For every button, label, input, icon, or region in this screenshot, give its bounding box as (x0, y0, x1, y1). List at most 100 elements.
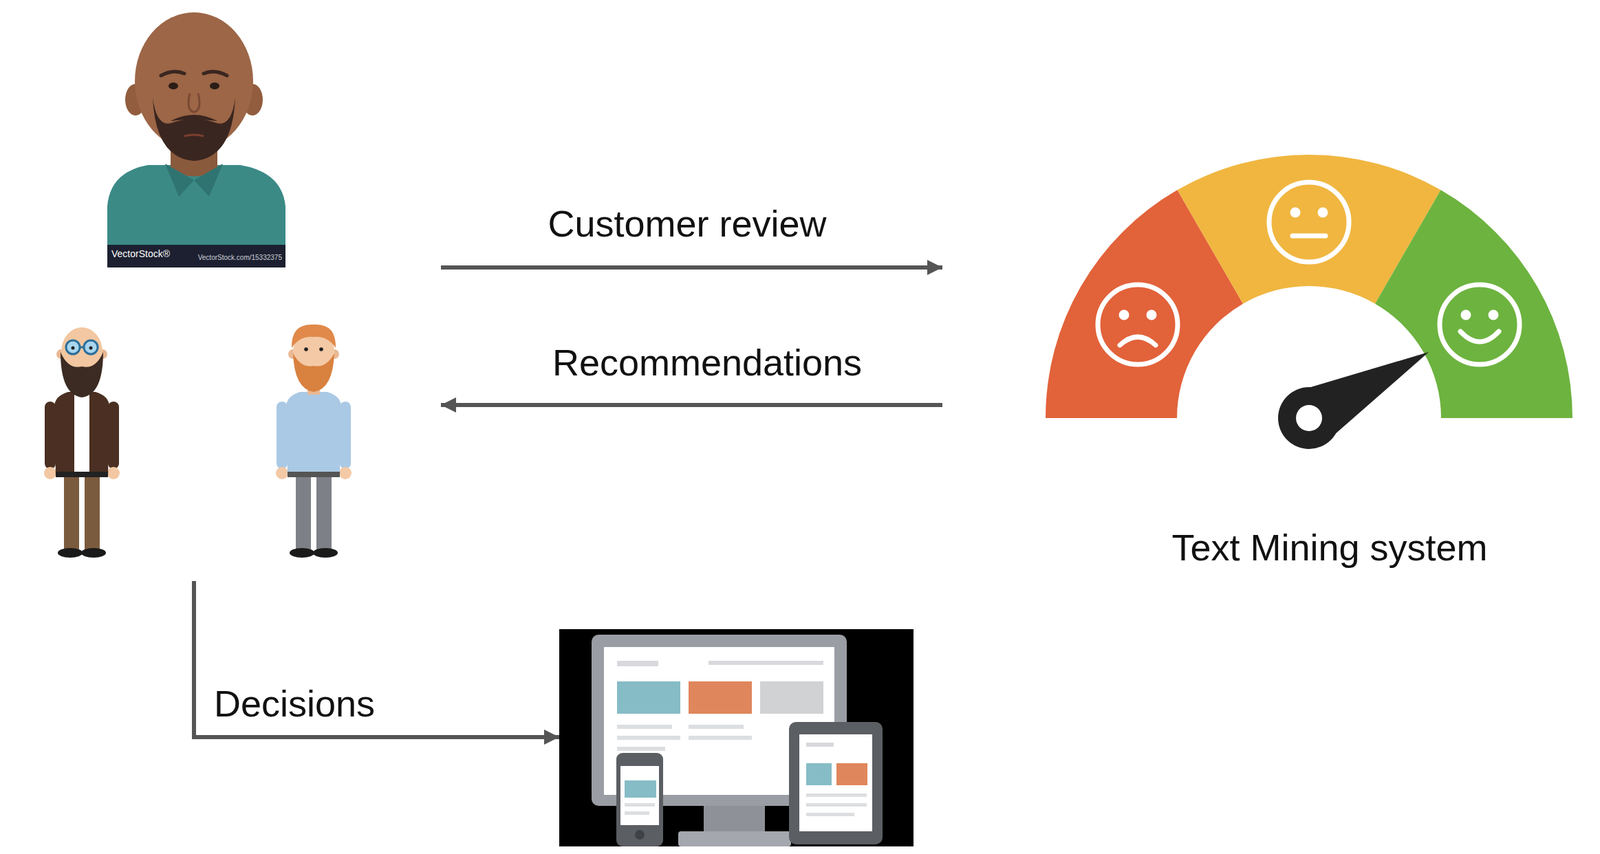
flow-arrow (440, 265, 943, 270)
edge-label: Recommendations (552, 342, 862, 384)
device-illustration-part (806, 813, 855, 817)
device-illustration-part (620, 766, 659, 826)
sentiment-gauge-part (1439, 284, 1520, 365)
device-illustration-part (617, 661, 659, 667)
sentiment-gauge-part-part (1490, 312, 1497, 318)
customer-figure-part (295, 474, 311, 552)
device-illustration-part (703, 806, 765, 832)
device-illustration-part (634, 830, 645, 840)
sentiment-gauge-part-part (1463, 312, 1469, 318)
customer-figure-part (291, 324, 336, 349)
customer-figure-part (60, 352, 104, 398)
device-illustration-part (799, 734, 873, 832)
sentiment-gauge-part-part (1320, 209, 1326, 216)
customer-figure-part (66, 340, 80, 355)
device-illustration-part (624, 803, 655, 807)
text-mining-gauge: Text Mining system (942, 123, 1589, 592)
watermark: VectorStock® (111, 249, 170, 260)
customer-portrait-part (168, 82, 179, 90)
device-illustration-part (624, 780, 657, 798)
customer-figure-part (304, 347, 309, 352)
customer-figure-part (74, 393, 90, 474)
sentiment-gauge (1045, 154, 1573, 450)
sentiment-gauge-part (1375, 189, 1573, 419)
sentiment-gauge-part-part (1119, 337, 1156, 346)
customer-figure-part (316, 474, 332, 552)
customer-portrait-part (203, 71, 227, 76)
customer-figure-part (289, 548, 315, 558)
customer-figure-part (57, 548, 83, 558)
customer-figure-part (287, 471, 340, 478)
customer-portrait-part (209, 82, 220, 90)
device-illustration-part (688, 736, 752, 741)
customer-figure-part (79, 346, 84, 349)
device-screens (559, 629, 914, 847)
node-title: Text Mining system (1171, 527, 1488, 569)
watermark: VectorStock.com/15332375 (198, 253, 283, 262)
sentiment-gauge-part-part (1148, 312, 1155, 318)
device-illustration-part (806, 763, 832, 786)
customer-portrait-part (160, 71, 185, 76)
device-illustration-part (788, 722, 883, 845)
device-illustration-part (708, 661, 824, 666)
device-illustration-part (688, 725, 744, 730)
sentiment-gauge-part-part (1097, 284, 1178, 365)
customer-portrait (107, 12, 286, 268)
device-illustration-part (617, 747, 666, 752)
device-illustration-part (624, 811, 650, 816)
device-illustration-part (678, 831, 792, 847)
device-illustration-part (688, 681, 752, 715)
customer-portrait-part (152, 97, 236, 161)
customer-figure-part (319, 347, 324, 352)
customer-figure-part (339, 467, 352, 480)
customer-figure-part (84, 474, 100, 552)
flow-arrow (440, 403, 943, 408)
device-illustration-part (806, 793, 867, 798)
sentiment-gauge-part (1278, 387, 1340, 450)
device-illustration-part (616, 753, 664, 847)
customer-figure-part (54, 392, 110, 478)
device-illustration-part (617, 725, 673, 730)
customer-figure-part (276, 401, 288, 470)
edge-label: Customer review (547, 203, 827, 245)
customer-figure-part (339, 401, 351, 470)
customer-figure-part (107, 467, 120, 480)
device-illustration-part (559, 629, 914, 847)
sentiment-gauge-part (1269, 182, 1349, 263)
customer-figure-part (81, 548, 106, 558)
customer-figure-part (89, 346, 93, 351)
sentiment-gauge-part-part (1269, 182, 1349, 263)
device-illustration-part (836, 763, 868, 786)
customer-group: VectorStock® VectorStock.com/15332375 (0, 0, 441, 582)
customer-figure-part (63, 474, 80, 552)
customer-figure-part (312, 548, 338, 558)
customer-portrait-part (165, 163, 194, 197)
customer-portrait-part (184, 134, 204, 137)
device-illustration-part (806, 742, 834, 748)
customer-figure-part (55, 471, 108, 478)
sentiment-gauge-part-part (1292, 209, 1299, 216)
sentiment-gauge-part-part (1460, 331, 1499, 342)
customer-figure-part (71, 346, 75, 351)
customer-figure-part (44, 401, 56, 470)
device-illustration-part (760, 681, 824, 715)
customer-figure (44, 327, 120, 558)
flow-arrow (193, 581, 560, 738)
customer-portrait-part (107, 244, 286, 268)
sentiment-gauge-part-part (1439, 284, 1520, 365)
customer-portrait-part (188, 93, 200, 113)
sentiment-gauge-part-part (1292, 233, 1326, 239)
customer-figure (275, 324, 352, 558)
customer-figure-part (286, 392, 342, 478)
device-illustration-part (617, 736, 681, 741)
customer-portrait-part (193, 163, 223, 197)
customer-figure-part (293, 353, 335, 393)
sentiment-gauge-part (1097, 284, 1178, 365)
device-illustration (559, 629, 914, 847)
customer-figure-part (83, 340, 98, 355)
sentiment-gauge-part-part (1121, 312, 1127, 318)
device-illustration-part (617, 681, 681, 715)
